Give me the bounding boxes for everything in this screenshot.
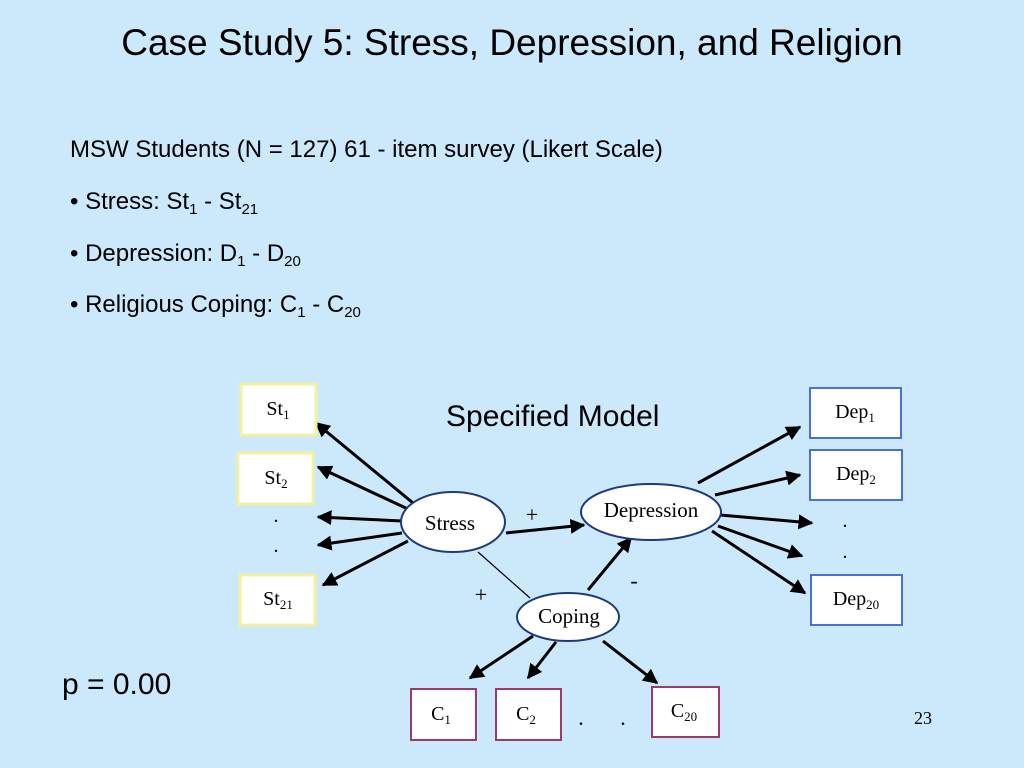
indicator-c20-label: C20 (671, 700, 697, 724)
indicator-st2-box (236, 451, 315, 506)
bullet-depression-mid: - D (245, 240, 285, 267)
model-title: Specified Model (446, 400, 660, 433)
depression-ellipsis-dot-1: . (843, 510, 848, 532)
arrow-stress-depression (505, 518, 586, 535)
indicator-st1: St1 (239, 382, 318, 437)
indicator-dep1-label: Dep1 (835, 401, 875, 425)
indicator-st21: St21 (238, 573, 317, 627)
slide-title: Case Study 5: Stress, Depression, and Re… (121, 22, 903, 63)
arrow-dep-dot2 (717, 524, 804, 559)
arrow-coping-c1 (468, 634, 534, 680)
latent-coping-shape (516, 592, 620, 642)
latent-depression-label: Depression (604, 498, 699, 522)
arrow-dep-dep20 (711, 529, 807, 595)
indicator-dep2-label: Dep2 (836, 463, 876, 487)
latent-depression: Depression (580, 483, 722, 541)
indicator-st21-label: St21 (263, 588, 293, 612)
indicator-c2-box (495, 688, 562, 741)
indicator-dep2: Dep2 (809, 449, 903, 501)
coping-loading-arrows (468, 634, 659, 685)
bullet-depression: • Depression: D1 - D20 (70, 240, 301, 270)
bullet-coping-sub-b: 20 (344, 304, 361, 321)
sign-coping-depression: - (630, 568, 637, 593)
indicator-st2: St2 (236, 451, 315, 506)
depression-ellipsis-dot-2: . (843, 541, 848, 563)
arrow-coping-c20 (602, 639, 659, 685)
latent-coping-label: Coping (538, 604, 600, 628)
arrow-stress-dot1 (316, 510, 403, 526)
sign-stress-depression: + (526, 502, 538, 527)
indicator-st1-label: St1 (266, 398, 289, 422)
arrow-dep-dep2 (714, 470, 802, 497)
bullet-stress: • Stress: St1 - St21 (70, 188, 258, 218)
arrow-stress-st21 (321, 539, 409, 587)
intro-line: MSW Students (N = 127) 61 - item survey … (70, 136, 663, 163)
arrow-stress-st1 (314, 421, 414, 505)
bullet-depression-sub-b: 20 (284, 253, 301, 270)
coping-ellipsis-dot-2: . (620, 705, 626, 730)
line-stress-coping (477, 551, 531, 599)
indicator-dep20: Dep20 (810, 574, 903, 626)
bullet-depression-text: • Depression: D (70, 240, 238, 267)
bullet-coping-sub-a: 1 (297, 304, 306, 321)
indicator-dep20-label: Dep20 (833, 588, 879, 612)
bullet-stress-text: • Stress: St (70, 188, 190, 215)
bullet-stress-sub-a: 1 (189, 201, 198, 218)
stress-ellipsis-dot-1: . (274, 505, 279, 527)
coping-ellipsis-dot-1: . (578, 705, 584, 730)
indicator-c2-label: C2 (516, 703, 536, 727)
latent-depression-shape (580, 483, 722, 541)
indicator-st1-box (239, 382, 318, 437)
stress-loading-arrows (314, 421, 414, 587)
bullet-coping: • Religious Coping: C1 - C20 (70, 291, 361, 321)
indicator-dep1-box (809, 387, 902, 439)
indicator-c1-box (410, 688, 477, 741)
arrow-stress-dot2 (316, 531, 403, 551)
sign-stress-coping: + (475, 582, 487, 607)
depression-loading-arrows (697, 425, 814, 595)
latent-stress: Stress (400, 491, 506, 553)
indicator-dep20-box (810, 574, 903, 626)
indicator-st2-label: St2 (264, 467, 287, 491)
bullet-coping-mid: - C (305, 291, 345, 318)
bullet-coping-text: • Religious Coping: C (70, 291, 298, 318)
indicator-st21-box (238, 573, 317, 627)
indicator-c2: C2 (495, 688, 562, 741)
indicator-dep2-box (809, 449, 903, 501)
bullet-depression-sub-a: 1 (237, 253, 246, 270)
indicator-c1: C1 (410, 688, 477, 741)
arrow-coping-depression (586, 536, 633, 591)
indicator-dep1: Dep1 (809, 387, 902, 439)
indicator-c1-label: C1 (431, 703, 451, 727)
arrow-dep-dep1 (697, 425, 802, 485)
bullet-stress-sub-b: 21 (241, 201, 259, 218)
p-value: p = 0.00 (62, 668, 172, 701)
arrow-stress-st2 (316, 465, 411, 512)
page-number: 23 (914, 708, 932, 728)
arrow-coping-c2 (526, 641, 558, 680)
latent-stress-shape (400, 491, 506, 553)
bullet-stress-mid: - St (197, 188, 242, 215)
arrow-dep-dot1 (719, 513, 814, 530)
stress-ellipsis-dot-2: . (274, 535, 279, 557)
latent-coping: Coping (516, 592, 620, 642)
latent-stress-label: Stress (425, 511, 475, 535)
indicator-c20-box (651, 686, 720, 738)
indicator-c20: C20 (651, 686, 720, 738)
